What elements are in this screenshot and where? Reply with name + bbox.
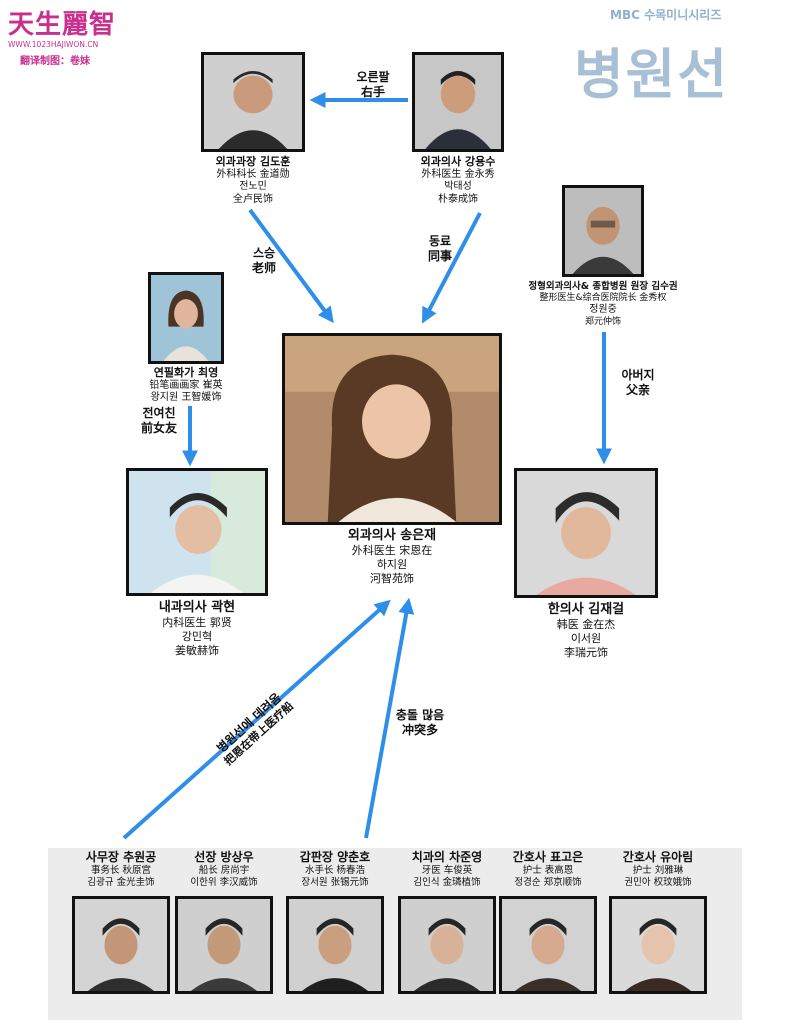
crew-photo — [609, 896, 707, 994]
role-name-ko: 한의사 김재걸 — [547, 602, 625, 617]
arrow-brought — [122, 599, 391, 840]
relation-zh: 父亲 — [625, 383, 650, 397]
actor-ko: 하지원 — [376, 558, 408, 571]
crew-photo — [499, 896, 597, 994]
actor-ko: 정원중 — [589, 304, 617, 316]
role-name-zh: 水手长 杨春浩 — [304, 865, 366, 876]
role-name-ko: 갑판장 양춘호 — [299, 850, 371, 864]
arrow-conflict — [364, 597, 415, 839]
label-colleague: 동료 同事 — [418, 234, 462, 264]
actor-name: 이한위 李汉威饰 — [190, 876, 258, 888]
relation-ko: 오른팔 — [356, 70, 390, 84]
role-name-zh: 护士 表高恩 — [522, 865, 574, 876]
role-name-ko: 사무장 추원공 — [85, 850, 157, 864]
actor-zh: 全卢民饰 — [233, 193, 273, 205]
photo-song-eunjae — [282, 333, 502, 525]
role-name-zh: 整形医生&综合医院院长 金秀权 — [539, 292, 667, 303]
watermark-site: WWW.1023HAJIWON.CN — [8, 40, 99, 49]
role-name-ko: 내과의사 곽현 — [158, 600, 236, 615]
actor-name: 권민아 权玟娥饰 — [624, 876, 692, 888]
role-name-zh: 船长 房尚宇 — [198, 865, 250, 876]
actor-zh: 姜敏赫饰 — [175, 643, 219, 657]
role-name-zh: 外科医生 宋恩在 — [351, 544, 433, 558]
relation-zh: 前女友 — [140, 421, 177, 435]
role-name-zh: 外科医生 金永秀 — [421, 168, 495, 180]
role-name-zh: 内科医生 郭贤 — [162, 616, 232, 630]
role-name-ko: 정형외과의사& 종합병원 원장 김수권 — [528, 281, 678, 292]
photo-kang-yongsu — [412, 52, 504, 152]
show-title: 병원선 — [574, 43, 730, 106]
actor-ko: 박태성 — [444, 181, 472, 193]
caption-kwak-hyun: 내과의사 곽현 内科医生 郭贤 강민혁 姜敏赫饰 — [120, 600, 274, 658]
label-right-hand: 오른팔 右手 — [338, 70, 408, 100]
relation-ko: 충돌 많음 — [395, 708, 445, 722]
actor-name: 정경순 郑京顺饰 — [514, 876, 582, 888]
actor-name: 왕지원 王智媛饰 — [150, 392, 222, 404]
role-name-zh: 韩医 金在杰 — [556, 618, 616, 632]
role-name-ko: 외과의사 송은재 — [347, 528, 437, 543]
photo-choi-young — [148, 272, 224, 364]
label-mentor: 스승 老师 — [242, 246, 286, 276]
role-name-zh: 外科科长 金道勋 — [216, 168, 290, 180]
role-name-zh: 铅笔画画家 崔英 — [149, 379, 223, 391]
crew-photo — [286, 896, 384, 994]
photo-kim-sugwon — [562, 185, 644, 277]
role-name-ko: 간호사 표고은 — [512, 850, 584, 864]
caption-kim-jaegeol: 한의사 김재걸 韩医 金在杰 이서원 李瑞元饰 — [510, 602, 662, 660]
actor-zh: 朴泰成饰 — [438, 193, 478, 205]
role-name-zh: 护士 刘雅琳 — [632, 865, 684, 876]
watermark-credit: 翻译制图：卷妹 — [20, 56, 90, 67]
relation-zh: 同事 — [427, 249, 452, 263]
label-father: 아버지 父亲 — [610, 368, 666, 398]
arrow-colleague — [422, 212, 482, 324]
role-name-ko: 치과의 차준영 — [411, 850, 483, 864]
crew-photo — [72, 896, 170, 994]
photo-kim-jaegeol — [514, 468, 658, 598]
relation-ko: 동료 — [428, 234, 452, 248]
actor-zh: 河智苑饰 — [370, 571, 414, 585]
caption-kim-sugwon: 정형외과의사& 종합병원 원장 김수권 整形医生&综合医院院长 金秀权 정원중 … — [492, 281, 714, 328]
actor-zh: 郑元仲饰 — [584, 316, 621, 327]
role-name-ko: 외과과장 김도훈 — [215, 155, 291, 168]
actor-zh: 李瑞元饰 — [564, 645, 608, 659]
actor-ko: 강민혁 — [181, 630, 213, 643]
role-name-ko: 연필화가 최영 — [153, 366, 219, 379]
arrow-mentor — [248, 208, 334, 324]
crew-photo — [175, 896, 273, 994]
relation-ko: 아버지 — [621, 368, 655, 382]
crew-photo — [398, 896, 496, 994]
caption-song-eunjae: 외과의사 송은재 外科医生 宋恩在 하지원 河智苑饰 — [300, 528, 484, 586]
watermark-logo: 天生麗智 — [8, 10, 117, 40]
actor-name: 김인식 金璘植饰 — [413, 876, 481, 888]
caption-kang-yongsu: 외과의사 강용수 外科医生 金永秀 박태성 朴泰成饰 — [394, 155, 522, 206]
actor-name: 장서원 张锡元饰 — [301, 876, 369, 888]
role-name-ko: 외과의사 강용수 — [420, 155, 496, 168]
caption-choi-young: 연필화가 최영 铅笔画画家 崔英 왕지원 王智媛饰 — [130, 366, 242, 405]
role-name-ko: 간호사 유아림 — [622, 850, 694, 864]
actor-ko: 전노민 — [239, 181, 267, 193]
photo-kwak-hyun — [126, 468, 268, 596]
relation-zh: 右手 — [360, 85, 385, 99]
role-name-zh: 事务长 秋原宫 — [90, 865, 152, 876]
label-ex-gf: 전여친 前女友 — [134, 406, 184, 436]
network-label: MBC 수목미니시리즈 — [610, 8, 722, 22]
actor-name: 김광규 金光圭饰 — [87, 876, 155, 888]
role-name-ko: 선장 방상우 — [194, 850, 254, 864]
relation-zh: 冲突多 — [401, 723, 438, 737]
role-name-zh: 牙医 车俊英 — [421, 865, 473, 876]
relation-ko: 전여친 — [142, 406, 176, 420]
relation-ko: 스승 — [252, 246, 276, 260]
relation-zh: 老师 — [251, 261, 276, 275]
label-conflict: 충돌 많음 冲突多 — [380, 708, 460, 738]
photo-kim-dohun — [201, 52, 305, 152]
caption-kim-dohun: 외과과장 김도훈 外科科长 金道勋 전노민 全卢民饰 — [185, 155, 321, 206]
actor-ko: 이서원 — [570, 632, 602, 645]
